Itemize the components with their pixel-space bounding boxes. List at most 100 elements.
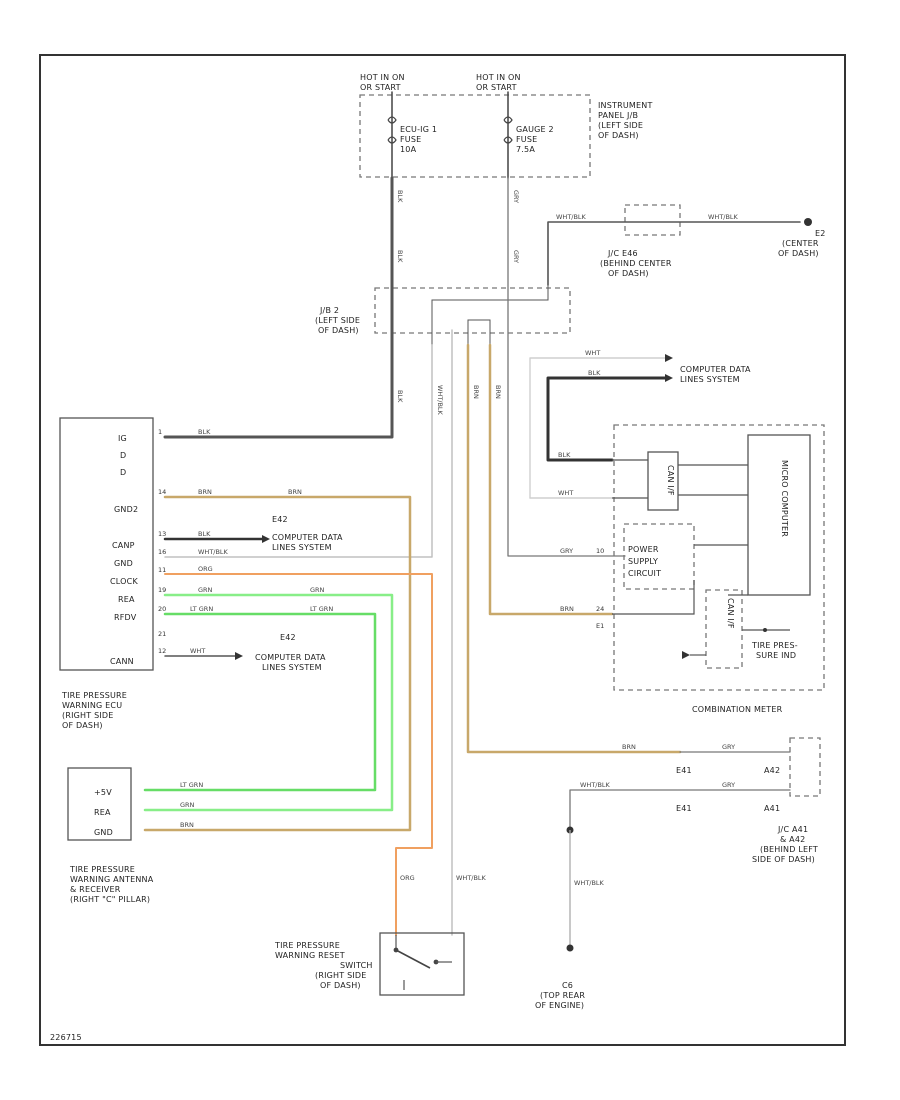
jc-a41-3: SIDE OF DASH) — [752, 855, 815, 864]
wire-ecu-gnd — [164, 344, 433, 558]
wl-gry-ps: GRY — [560, 547, 573, 555]
wl-grn-ant: GRN — [180, 801, 195, 809]
fuse-2-label-1: FUSE — [516, 135, 537, 144]
ecu-pinno-20: 20 — [158, 605, 166, 613]
ecu-pin-d1: D — [120, 451, 126, 460]
diagram-frame — [39, 54, 846, 1046]
wl-grn-rea: GRN — [198, 586, 213, 594]
e2-label-1: (CENTER — [782, 239, 819, 248]
cdl-2-0: COMPUTER DATA — [255, 653, 326, 662]
ant-name-3: (RIGHT "C" PILLAR) — [70, 895, 150, 904]
wl-wht-blk-e46a: WHT/BLK — [556, 213, 587, 221]
wl-wht-blk-gnd: WHT/BLK — [198, 548, 229, 556]
wl-org-sw: ORG — [400, 874, 415, 882]
switch-name-4: OF DASH) — [320, 981, 361, 990]
instrument-panel-jb-box — [359, 94, 591, 178]
wire-e46-ground — [547, 221, 801, 286]
wire-wht-cdl — [529, 357, 666, 499]
cdl-2-1: LINES SYSTEM — [262, 663, 322, 672]
switch-name-3: (RIGHT SIDE — [315, 971, 367, 980]
wire-brn-meter — [488, 343, 614, 616]
ground-c6-point — [566, 944, 574, 952]
ecu-pin-rea: REA — [118, 595, 135, 604]
ecu-pin-ig: IG — [118, 434, 127, 443]
ip-jb-label-3: OF DASH) — [598, 131, 639, 140]
ecu-pinno-1: 1 — [158, 428, 162, 436]
e1-label: E1 — [596, 622, 604, 630]
switch-name-0: TIRE PRESSURE — [274, 941, 340, 950]
wl-brn-gnd2: BRN — [198, 488, 212, 496]
wl-blk-cdl: BLK — [588, 369, 601, 377]
wire-grn-rea — [143, 593, 394, 812]
jb2-box — [374, 287, 571, 334]
wl-gry-a41: GRY — [722, 781, 735, 789]
ecu-pinno-12: 12 — [158, 647, 166, 655]
fuse-1-label-1: FUSE — [400, 135, 421, 144]
wl-grn-rea-b: GRN — [310, 586, 325, 594]
wl-brn-vert-2: BRN — [494, 385, 502, 399]
arrow-cdl-wht — [665, 354, 673, 362]
micro-computer-box — [747, 434, 811, 596]
can-if-box — [647, 451, 679, 511]
jc-a41-a42-box — [789, 737, 821, 797]
hot-label-1a: HOT IN ON — [360, 73, 405, 82]
e2-label-2: OF DASH) — [778, 249, 819, 258]
c6-label-1: (TOP REAR — [540, 991, 585, 1000]
can-if-label: CAN I/F — [666, 465, 675, 496]
wl-gry-a42: GRY — [722, 743, 735, 751]
wl-wht-cdl: WHT — [585, 349, 600, 357]
fuse-gauge2 — [503, 91, 513, 179]
fuse-2-label-0: GAUGE 2 — [516, 125, 554, 134]
wl-ltgrn-rfdv: LT GRN — [190, 605, 213, 613]
e41-label-a: E41 — [676, 766, 692, 775]
ecu-pinno-14: 14 — [158, 488, 166, 496]
cdl-1-1: LINES SYSTEM — [272, 543, 332, 552]
jb2-label-0: J/B 2 — [319, 306, 339, 315]
ecu-name-1: WARNING ECU — [62, 701, 122, 710]
e2-label-0: E2 — [815, 229, 826, 238]
combination-meter-label: COMBINATION METER — [692, 705, 783, 714]
fuse-1-label-0: ECU-IG 1 — [400, 125, 437, 134]
e41-label-b: E41 — [676, 804, 692, 813]
ecu-pinno-11: 11 — [158, 566, 166, 574]
e42-label-a: E42 — [272, 515, 288, 524]
power-supply-1: SUPPLY — [628, 557, 658, 566]
fuse-2-label-2: 7.5A — [516, 145, 535, 154]
hot-label-2a: HOT IN ON — [476, 73, 521, 82]
ip-jb-label-2: (LEFT SIDE — [598, 121, 643, 130]
wl-whtblk-a41: WHT/BLK — [580, 781, 611, 789]
jc-a41-1: & A42 — [780, 835, 805, 844]
ecu-pin-clock: CLOCK — [110, 577, 138, 586]
jc-a41-2: (BEHIND LEFT — [760, 845, 818, 854]
e42-label-b: E42 — [280, 633, 296, 642]
ecu-pin-gnd: GND — [114, 559, 133, 568]
ecu-pinno-19: 19 — [158, 586, 166, 594]
meter-pin-10: 10 — [596, 547, 604, 555]
reset-switch — [379, 932, 465, 996]
wl-gry-vert-1: GRY — [512, 190, 520, 203]
cdl-3-0: COMPUTER DATA — [680, 365, 751, 374]
wl-blk-ig: BLK — [198, 428, 211, 436]
wl-ltgrn-rfdv-b: LT GRN — [310, 605, 333, 613]
ecu-pinno-16: 16 — [158, 548, 166, 556]
ecu-name-0: TIRE PRESSURE — [61, 691, 127, 700]
ecu-pin-canp: CANP — [112, 541, 135, 550]
a41-label: A41 — [764, 804, 780, 813]
hot-label-1b: OR START — [360, 83, 401, 92]
ecu-pin-rfdv: RFDV — [114, 613, 137, 622]
wire-brn-a42 — [466, 343, 682, 754]
combination-meter — [613, 424, 825, 691]
ecu-name-3: OF DASH) — [62, 721, 103, 730]
ecu-pinno-21: 21 — [158, 630, 166, 638]
hot-label-2b: OR START — [476, 83, 517, 92]
switch-name-1: WARNING RESET — [275, 951, 345, 960]
switch-contact-icon — [393, 935, 452, 990]
wire-blk-cdl — [546, 376, 667, 462]
ant-pin-5v: +5V — [94, 788, 112, 797]
power-supply-2: CIRCUIT — [628, 569, 661, 578]
ant-name-2: & RECEIVER — [70, 885, 121, 894]
cdl-1-0: COMPUTER DATA — [272, 533, 343, 542]
ant-pin-gnd: GND — [94, 828, 113, 837]
wl-blk-vert-1: BLK — [396, 190, 404, 203]
